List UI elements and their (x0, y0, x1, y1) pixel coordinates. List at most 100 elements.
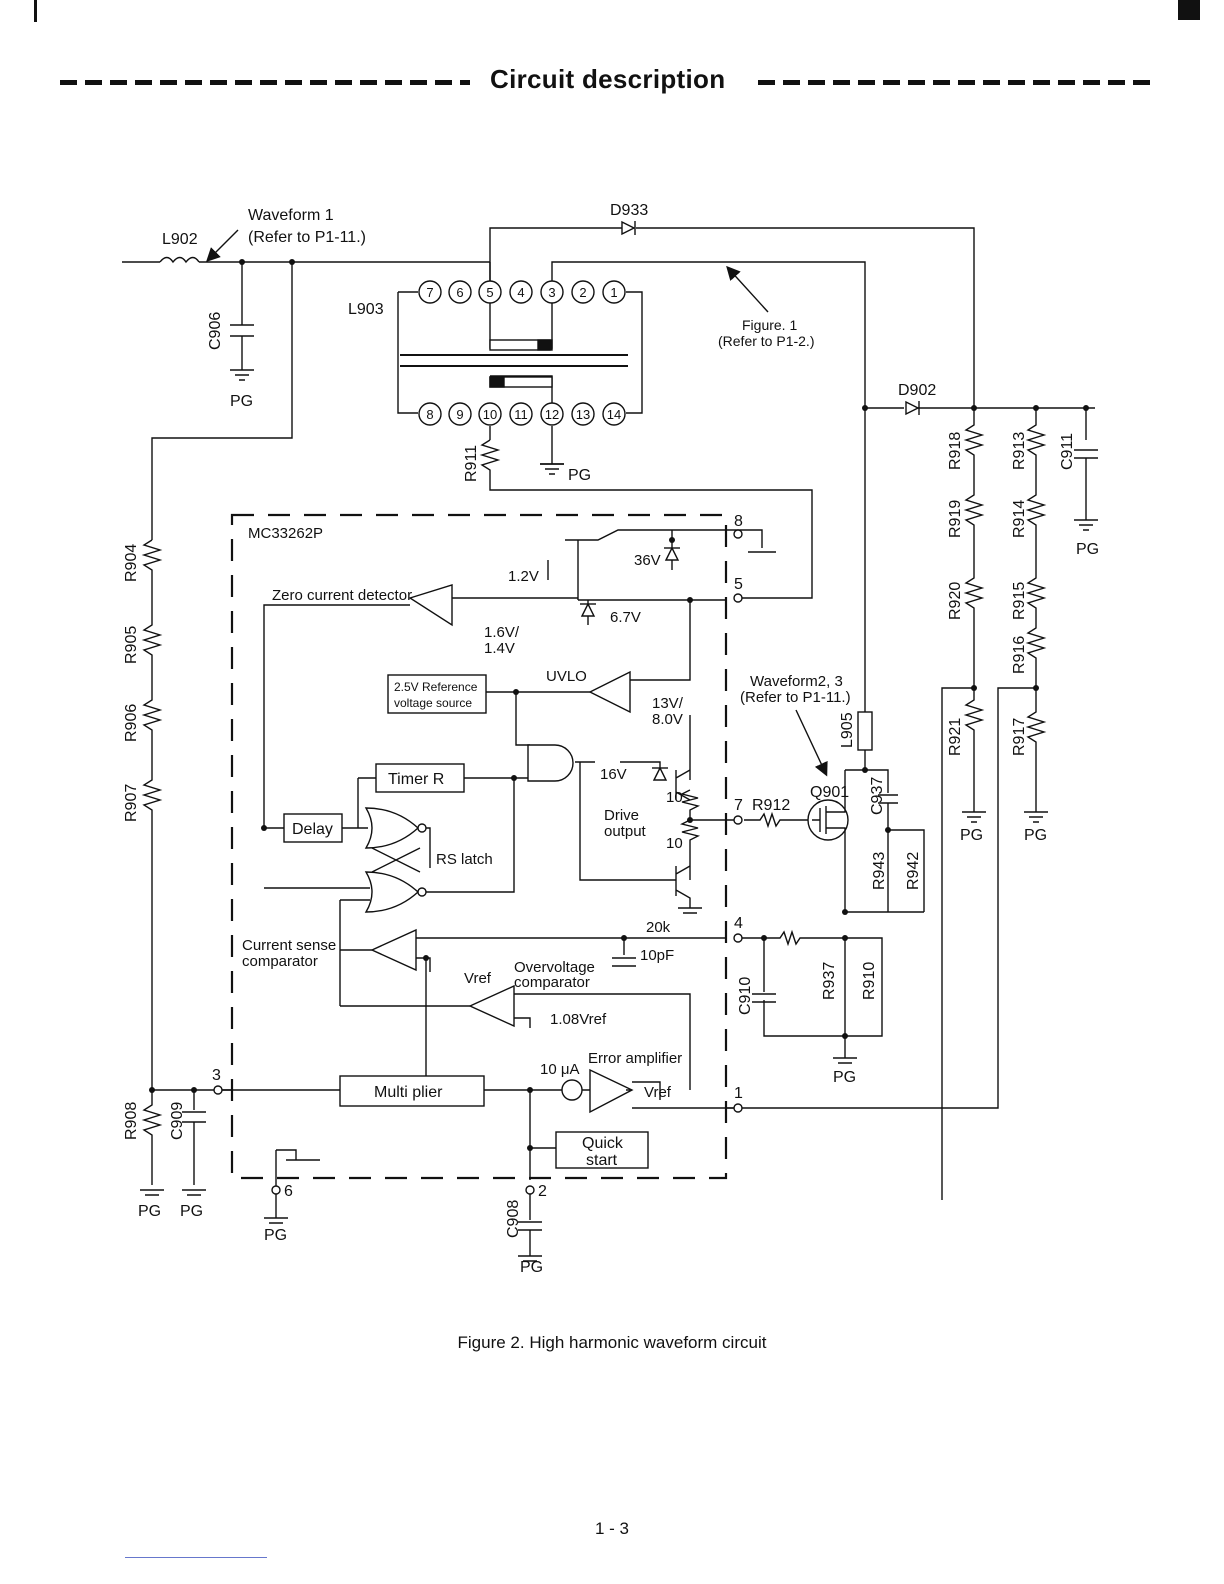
label-c909: C909 (169, 1102, 186, 1140)
label-1-2v: 1.2V (508, 568, 539, 585)
label-comparator: comparator (242, 953, 318, 970)
label-r916: R916 (1011, 636, 1028, 674)
label-r915: R915 (1011, 582, 1028, 620)
label-d933: D933 (610, 202, 648, 219)
label-1-08vref: 1.08Vref (550, 1011, 607, 1028)
label-delay: Delay (292, 821, 333, 838)
label-r919: R919 (947, 500, 964, 538)
label-pin-5: 5 (734, 576, 743, 593)
label-pg-c909: PG (180, 1203, 203, 1220)
label-pg-c908: PG (520, 1259, 543, 1276)
label-1-6v: 1.6V/ (484, 624, 520, 641)
label-pin-3: 3 (212, 1067, 221, 1084)
label-ov-comparator: comparator (514, 974, 590, 991)
label-r943: R943 (871, 852, 888, 890)
label-waveform-2-3-ref: (Refer to P1-11.) (740, 689, 851, 706)
label-multiplier: Multi plier (374, 1084, 443, 1101)
t-pin-6: 6 (456, 285, 463, 300)
label-l902: L902 (162, 231, 198, 248)
label-waveform-1-ref: (Refer to P1-11.) (248, 229, 366, 246)
label-r904: R904 (123, 544, 140, 582)
page-edge-mark-left (34, 0, 37, 22)
label-20k: 20k (646, 919, 671, 936)
label-vref-1: Vref (464, 970, 492, 987)
t-pin-14: 14 (607, 407, 621, 422)
label-r910: R910 (861, 962, 878, 1000)
label-reference-b: voltage source (394, 696, 472, 710)
figure-caption: Figure 2. High harmonic waveform circuit (457, 1333, 767, 1352)
label-1-4v: 1.4V (484, 640, 515, 657)
label-r942: R942 (905, 852, 922, 890)
t-pin-5: 5 (486, 285, 493, 300)
t-pin-13: 13 (576, 407, 590, 422)
label-drive: Drive (604, 807, 639, 824)
label-uvlo: UVLO (546, 668, 587, 685)
label-r912: R912 (752, 797, 790, 814)
label-pin-6: 6 (284, 1183, 293, 1200)
header-rule-right (758, 80, 1150, 85)
header-rule-left (60, 80, 470, 85)
section-header: Circuit description (60, 62, 1150, 102)
label-vref-2: Vref (644, 1084, 672, 1101)
page-number: 1 - 3 (594, 1519, 630, 1538)
label-pg-r921: PG (960, 827, 983, 844)
annotation-arrows (206, 229, 828, 777)
label-current-sense: Current sense (242, 937, 336, 954)
t-pin-12: 12 (545, 407, 559, 422)
label-l903: L903 (348, 301, 384, 318)
label-r908: R908 (123, 1102, 140, 1140)
label-zero-current-detector: Zero current detector (272, 587, 412, 604)
label-6-7v: 6.7V (610, 609, 641, 626)
t-pin-8: 8 (426, 407, 433, 422)
label-pg-r911: PG (568, 467, 591, 484)
label-overvoltage: Overvoltage (514, 959, 595, 976)
label-10-lower: 10 (666, 835, 683, 852)
reference-source-box (387, 674, 487, 714)
label-pg-pin4: PG (833, 1069, 856, 1086)
label-c906: C906 (207, 312, 224, 350)
label-ic-name: MC33262P (248, 525, 323, 542)
label-q901: Q901 (810, 784, 849, 801)
label-pin-2: 2 (538, 1183, 547, 1200)
label-13v: 13V/ (652, 695, 684, 712)
label-r914: R914 (1011, 500, 1028, 538)
label-10ua: 10 μA (540, 1061, 580, 1078)
label-pin-7: 7 (734, 797, 743, 814)
t-pin-7: 7 (426, 285, 433, 300)
label-pg-pin6: PG (264, 1227, 287, 1244)
label-r906: R906 (123, 704, 140, 742)
label-waveform-1: Waveform 1 (248, 207, 334, 224)
t-pin-1: 1 (610, 285, 617, 300)
label-pg-c906: PG (230, 393, 253, 410)
label-waveform-2-3: Waveform2, 3 (750, 673, 843, 690)
footer-rule (125, 1557, 267, 1558)
label-start: start (586, 1152, 618, 1169)
label-10-upper: 10 (666, 789, 683, 806)
label-timer-r: Timer R (388, 771, 444, 788)
wires (122, 227, 1098, 1256)
label-pg-r917: PG (1024, 827, 1047, 844)
label-pg-c911: PG (1076, 541, 1099, 558)
label-d902: D902 (898, 382, 936, 399)
label-pin-1: 1 (734, 1085, 743, 1102)
transformer-terminals (418, 280, 626, 426)
component-labels: Waveform 1 (Refer to P1-11.) L902 D933 L… (123, 202, 1099, 1276)
transformer-pin-numbers: 7 6 5 4 3 2 1 8 9 10 11 12 13 14 (426, 285, 621, 422)
section-title: Circuit description (490, 64, 726, 94)
page-edge-mark-right (1178, 0, 1200, 20)
label-l905: L905 (839, 712, 856, 748)
label-r911: R911 (463, 445, 480, 482)
label-10pf: 10pF (640, 947, 674, 964)
label-error-amplifier: Error amplifier (588, 1050, 682, 1067)
label-8v: 8.0V (652, 711, 683, 728)
label-c911: C911 (1059, 433, 1076, 470)
label-reference-a: 2.5V Reference (394, 680, 478, 694)
label-output: output (604, 823, 647, 840)
t-pin-9: 9 (456, 407, 463, 422)
label-r921: R921 (947, 718, 964, 756)
t-pin-10: 10 (483, 407, 497, 422)
label-r913: R913 (1011, 432, 1028, 470)
label-r907: R907 (123, 784, 140, 822)
label-r917: R917 (1011, 718, 1028, 756)
